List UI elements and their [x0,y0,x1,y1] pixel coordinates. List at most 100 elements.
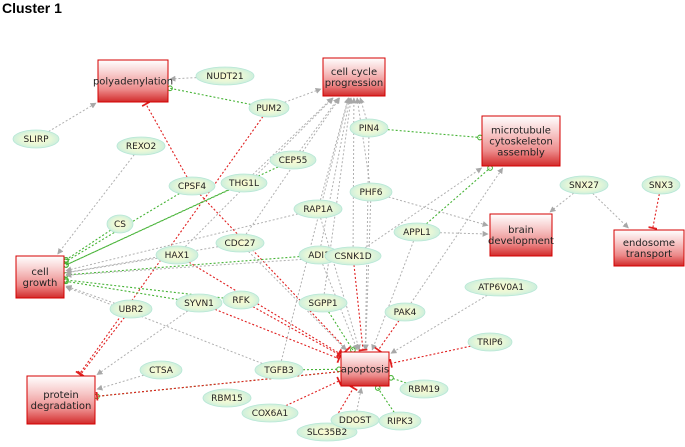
gene-ellipse [109,299,153,319]
gene-node-cox6a1[interactable]: COX6A1 [241,403,299,423]
process-box [613,229,685,267]
gene-node-sgpp1[interactable]: SGPP1 [298,293,348,313]
edge-ctsa-protein [96,374,144,391]
gene-node-pum2[interactable]: PUM2 [248,98,290,118]
gene-label: CTSA [149,366,174,376]
gene-label: CS [114,220,126,230]
edge-slc35b2-apoptosis [331,384,358,424]
edge-rap1a-apoptosis [320,217,361,351]
edge-cox6a1-apoptosis [285,376,342,407]
gene-ellipse [116,136,166,156]
process-label-line: microtubule [491,126,551,137]
gene-label: CEP55 [279,156,308,166]
process-box [481,115,561,167]
edge-atp6v0a1-apoptosis [390,294,488,354]
gene-node-rap1a[interactable]: RAP1A [293,199,343,219]
gene-node-trip6[interactable]: TRIP6 [467,332,513,352]
gene-label: CSNK1D [334,252,371,262]
gene-node-phf6[interactable]: PHF6 [349,182,393,202]
process-node-polyadenylation[interactable]: polyadenylation [93,59,173,103]
gene-node-hax1[interactable]: HAX1 [155,245,199,265]
process-label-line: transport [626,249,672,260]
gene-label: PIN4 [359,124,380,134]
gene-node-rbm19[interactable]: RBM19 [399,379,449,399]
edge-appl1-microtubule [426,165,493,225]
gene-label: PAK4 [394,308,417,318]
gene-ellipse [349,118,389,138]
gene-node-snx3[interactable]: SNX3 [641,175,681,195]
gene-ellipse [349,182,393,202]
gene-node-rbm15[interactable]: RBM15 [202,388,252,408]
gene-node-nudt21[interactable]: NUDT21 [195,66,255,86]
gene-label: APPL1 [403,228,431,238]
gene-node-pak4[interactable]: PAK4 [384,302,426,322]
gene-label: SGPP1 [308,299,337,309]
gene-label: UBR2 [119,305,144,315]
page-title: Cluster 1 [2,0,62,16]
edge-appl1-brain [439,230,489,237]
gene-label: SNX3 [649,181,673,191]
edge-thg1l-cellcycle [252,97,333,176]
gene-label: SNX27 [569,181,599,191]
gene-ellipse [293,199,343,219]
edge-csnk1d-cellcycle [350,97,357,248]
gene-node-thg1l[interactable]: THG1L [220,173,268,193]
edge-pin4-apoptosis [362,136,370,351]
gene-node-csnk1d[interactable]: CSNK1D [324,246,382,266]
gene-node-slirp[interactable]: SLIRP [12,129,60,149]
gene-ellipse [641,175,681,195]
process-label-line: cell cycle [331,67,377,78]
gene-node-rfk[interactable]: RFK [222,290,260,310]
gene-node-ripk3[interactable]: RIPK3 [378,411,422,431]
gene-label: RBM15 [211,394,243,404]
gene-node-appl1[interactable]: APPL1 [393,222,441,242]
edge-syvn1-protein [96,310,189,376]
gene-node-cs[interactable]: CS [106,214,134,234]
gene-node-syvn1[interactable]: SYVN1 [175,293,223,313]
gene-node-pin4[interactable]: PIN4 [349,118,389,138]
gene-ellipse [248,98,290,118]
gene-node-ddost[interactable]: DDOST [330,410,380,430]
gene-ellipse [12,129,60,149]
edge-pum2-polyadenylation [167,85,251,105]
edge-pum2-cellcycle [284,88,322,103]
gene-node-tgfb3[interactable]: TGFB3 [254,360,304,380]
edge-tgfb3-cellcycle [280,97,351,362]
gene-node-cdc27[interactable]: CDC27 [215,233,265,253]
gene-node-snx27[interactable]: SNX27 [559,175,609,195]
gene-label: RBM19 [408,385,440,395]
gene-ellipse [202,388,252,408]
edge-snx27-endosome [592,193,629,229]
gene-node-ctsa[interactable]: CTSA [139,360,183,380]
gene-node-cep55[interactable]: CEP55 [269,150,317,170]
gene-label: THG1L [228,179,259,189]
gene-ellipse [298,293,348,313]
edge-syvn1-apoptosis [214,308,342,364]
gene-label: PUM2 [256,104,282,114]
gene-ellipse [399,379,449,399]
gene-ellipse [254,360,304,380]
process-box [15,255,65,299]
process-label-line: cell [31,267,48,278]
process-label-line: brain [508,225,534,236]
gene-ellipse [378,411,422,431]
gene-ellipse [215,233,265,253]
gene-ellipse [269,150,317,170]
process-label-line: endosome [623,238,675,249]
gene-node-atp6v0a1[interactable]: ATP6V0A1 [464,277,538,297]
edge-appl1-apoptosis [371,240,415,351]
gene-node-rexo2[interactable]: REXO2 [116,136,166,156]
process-node-apoptosis[interactable]: apoptosis [340,351,390,387]
gene-label: CPSF4 [178,182,207,192]
gene-label: SLC35B2 [307,428,347,438]
gene-node-cpsf4[interactable]: CPSF4 [168,176,216,196]
gene-node-ubr2[interactable]: UBR2 [109,299,153,319]
